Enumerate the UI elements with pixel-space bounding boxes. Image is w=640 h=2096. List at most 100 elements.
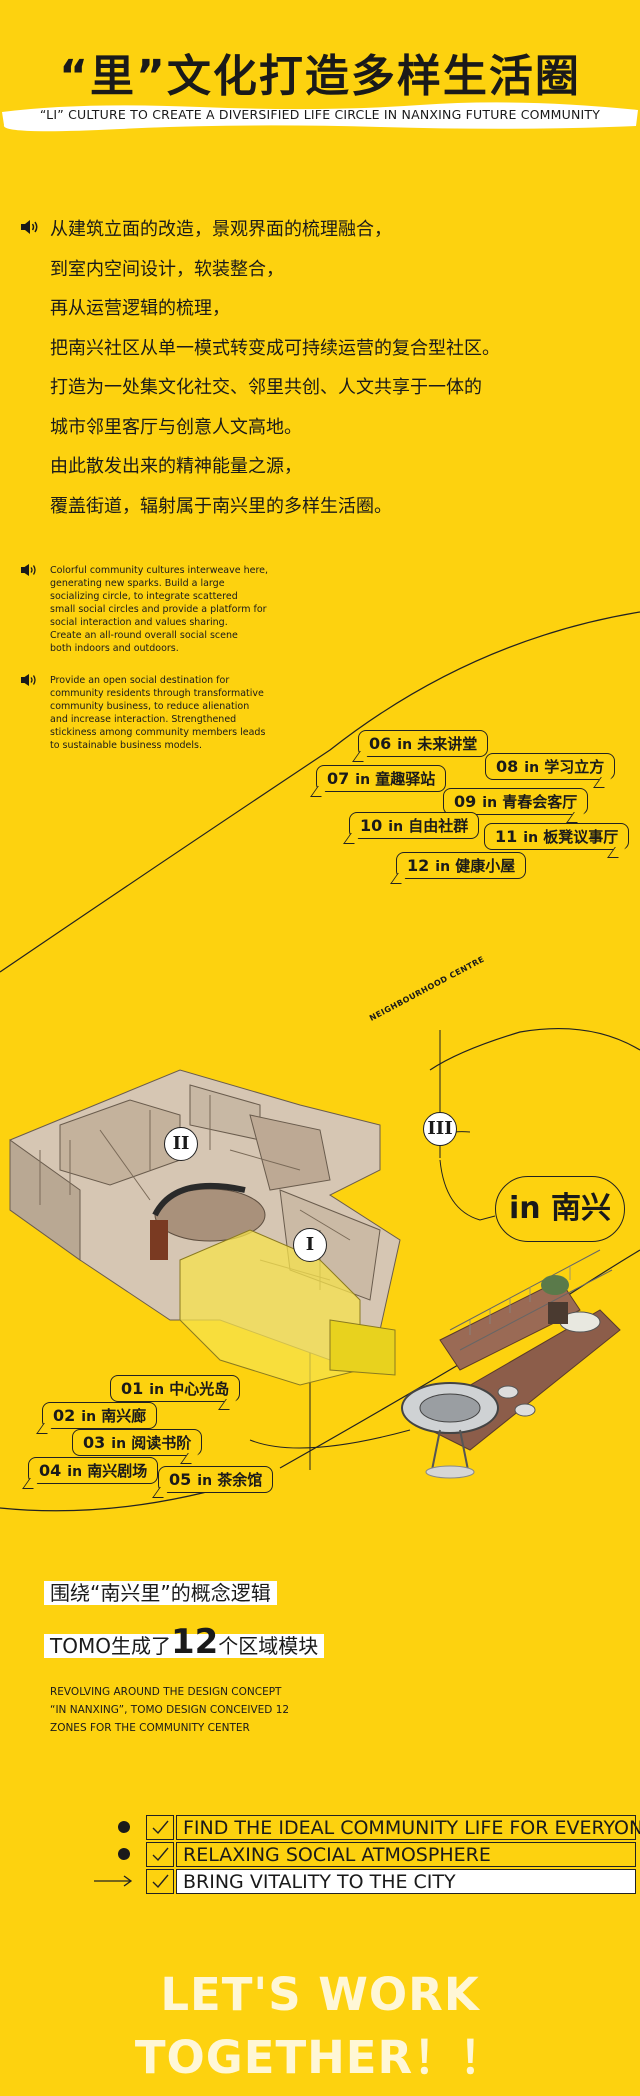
intro-en-2: Provide an open social destination for c…	[50, 674, 290, 752]
zone-prep: in	[67, 1464, 83, 1480]
zone-name: 板凳议事厅	[543, 828, 619, 846]
zone-bubble-01: 01 in 中心光岛	[110, 1375, 241, 1402]
intro-cn-line: 覆盖街道，辐射属于南兴里的多样生活圈。	[50, 495, 392, 517]
intro-cn-line: 城市邻里客厅与创意人文高地。	[50, 416, 302, 438]
zone-num: 12	[407, 856, 430, 875]
zone-name: 学习立方	[544, 758, 605, 776]
zone-num: 09	[454, 792, 477, 811]
intro-en-line: Provide an open social destination for	[50, 675, 230, 686]
check-icon	[146, 1815, 174, 1840]
check-icon	[146, 1842, 174, 1867]
zone-prep: in	[149, 1382, 165, 1398]
zone-num: 02	[53, 1406, 76, 1425]
zone-bubble-03: 03 in 阅读书阶	[72, 1429, 203, 1456]
intro-en-line: socializing circle, to integrate scatter…	[50, 591, 238, 602]
zone-prep: in	[397, 737, 413, 753]
zone-name: 未来讲堂	[417, 735, 478, 753]
zone-name: 中心光岛	[169, 1380, 230, 1398]
summary-en: REVOLVING AROUND THE DESIGN CONCEPT “IN …	[50, 1683, 289, 1737]
intro-cn-line: 再从运营逻辑的梳理，	[50, 298, 230, 319]
zone-name: 青春会客厅	[502, 793, 578, 811]
intro-en-line: both indoors and outdoors.	[50, 643, 179, 654]
summary-line-2: TOMO生成了12个区域模块	[44, 1622, 325, 1662]
zone-num: 04	[39, 1461, 62, 1480]
badge-name: 南兴	[551, 1191, 612, 1226]
intro-en-line: social interaction and values sharing.	[50, 617, 228, 628]
zone-num: 08	[496, 757, 519, 776]
zone-num: 06	[369, 734, 392, 753]
zone-bubble-08: 08 in 学习立方	[485, 753, 616, 780]
summary-line-1: 围绕“南兴里”的概念逻辑	[44, 1577, 277, 1606]
intro-en-line: Create an all-round overall social scene	[50, 630, 238, 641]
bullet-dot	[118, 1821, 130, 1833]
speaker-icon	[21, 220, 38, 234]
bullet-dot	[118, 1848, 130, 1860]
intro-cn-line: 到室内空间设计，软装整合，	[50, 258, 284, 280]
zone-num: 07	[327, 769, 350, 788]
zone-prep: in	[197, 1473, 213, 1489]
intro-en-line: generating new sparks. Build a large	[50, 578, 225, 589]
page-subtitle: “LI” CULTURE TO CREATE A DIVERSIFIED LIF…	[39, 107, 601, 122]
zone-bubble-02: 02 in 南兴廊	[42, 1402, 158, 1429]
zone-prep: in	[482, 795, 498, 811]
zone-name: 茶余馆	[217, 1471, 263, 1489]
zone-num: 05	[169, 1470, 192, 1489]
summary-en-line: REVOLVING AROUND THE DESIGN CONCEPT	[50, 1686, 282, 1698]
goal-item-highlighted: BRING VITALITY TO THE CITY	[176, 1869, 636, 1894]
zone-num: 01	[121, 1379, 144, 1398]
floor-plan-illustration	[9, 1030, 621, 1479]
zone-name: 健康小屋	[455, 857, 516, 875]
zone-num: 03	[83, 1433, 106, 1452]
speaker-icon	[21, 674, 36, 686]
arrow-right-icon	[94, 1875, 133, 1887]
intro-cn-line: 把南兴社区从单一模式转变成可持续运营的复合型社区。	[50, 337, 500, 359]
summary-en-line: ZONES FOR THE COMMUNITY CENTER	[50, 1722, 250, 1734]
zone-marker-3: III	[423, 1112, 457, 1146]
zone-prep: in	[388, 819, 404, 835]
check-icon	[146, 1869, 174, 1894]
zone-bubble-07: 07 in 童趣驿站	[316, 765, 447, 792]
intro-en-line: to sustainable business models.	[50, 740, 203, 751]
zone-bubble-05: 05 in 茶余馆	[158, 1466, 274, 1493]
zone-bubble-09: 09 in 青春会客厅	[443, 788, 589, 815]
intro-cn-line: 从建筑立面的改造，景观界面的梳理融合，	[50, 219, 392, 240]
intro-en-line: community business, to reduce alienation	[50, 701, 250, 712]
zone-bubble-12: 12 in 健康小屋	[396, 852, 527, 879]
intro-en-line: community residents through transformati…	[50, 688, 264, 699]
goal-item: RELAXING SOCIAL ATMOSPHERE	[176, 1842, 636, 1867]
in-nanxing-badge: in 南兴	[495, 1176, 625, 1242]
zone-prep: in	[524, 760, 540, 776]
zone-bubble-06: 06 in 未来讲堂	[358, 730, 489, 757]
zone-prep: in	[435, 859, 451, 875]
zone-prep: in	[111, 1436, 127, 1452]
intro-cn-line: 由此散发出来的精神能量之源，	[50, 456, 302, 477]
intro-en-1: Colorful community cultures interweave h…	[50, 564, 290, 655]
zone-num: 11	[495, 827, 518, 846]
zone-bubble-10: 10 in 自由社群	[349, 812, 480, 839]
zone-marker-2: II	[164, 1127, 198, 1161]
summary-en-line: “IN NANXING”, TOMO DESIGN CONCEIVED 12	[50, 1704, 290, 1716]
zone-prep: in	[355, 772, 371, 788]
zone-name: 阅读书阶	[131, 1434, 192, 1452]
intro-en-line: Colorful community cultures interweave h…	[50, 565, 269, 576]
summary-num: 12	[170, 1622, 219, 1662]
intro-en-line: and increase interaction. Strengthened	[50, 714, 237, 725]
zone-name: 童趣驿站	[375, 770, 436, 788]
zone-num: 10	[360, 816, 383, 835]
page-title: “里”文化打造多样生活圈	[59, 51, 581, 102]
zone-name: 南兴剧场	[87, 1462, 148, 1480]
zone-name: 南兴廊	[101, 1407, 147, 1425]
summary-post: 个区域模块	[218, 1634, 319, 1658]
badge-prep: in	[508, 1191, 541, 1226]
zone-bubble-04: 04 in 南兴剧场	[28, 1457, 159, 1484]
zone-prep: in	[81, 1409, 97, 1425]
brush-stroke	[2, 102, 638, 132]
summary-pre: TOMO生成了	[50, 1634, 171, 1658]
goal-item: FIND THE IDEAL COMMUNITY LIFE FOR EVERYO…	[176, 1815, 640, 1840]
intro-cn-line: 打造为一处集文化社交、邻里共创、人文共享于一体的	[50, 377, 482, 398]
zone-marker-1: I	[293, 1228, 327, 1262]
intro-en-line: small social circles and provide a platf…	[50, 604, 267, 615]
zone-name: 自由社群	[408, 817, 469, 835]
intro-en-line: stickiness among community members leads	[50, 727, 266, 738]
